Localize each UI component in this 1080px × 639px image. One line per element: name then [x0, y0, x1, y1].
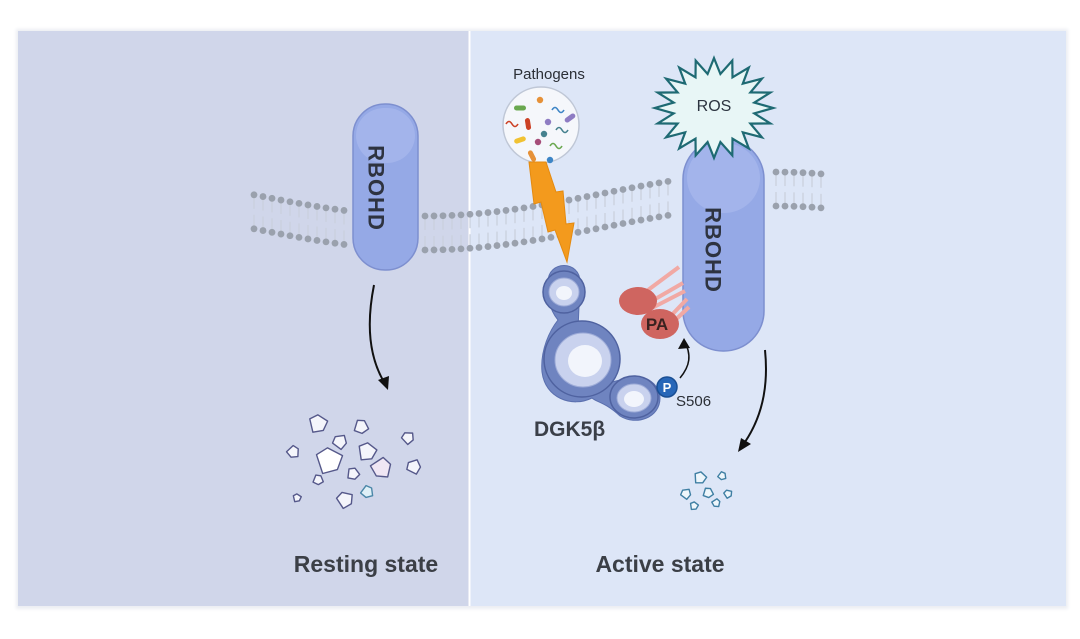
rbohd-resting: RBOHD	[352, 103, 419, 271]
dgk5b-label: DGK5β	[534, 418, 605, 441]
active-state-label: Active state	[595, 551, 724, 577]
active-degradation-arrow	[744, 349, 767, 443]
pa-lipid: PA	[619, 265, 691, 339]
rbohd-active-label: RBOHD	[701, 207, 726, 293]
active-fragments	[679, 471, 733, 511]
phosphorylation-arrowhead	[678, 338, 690, 349]
s506-label: S506	[676, 393, 711, 410]
dgk5b-protein: P	[541, 265, 678, 421]
ros-label: ROS	[697, 98, 732, 115]
resting-degradation-arrow	[368, 284, 385, 383]
pathogens-label: Pathogens	[513, 66, 585, 83]
resting-state-label: Resting state	[294, 551, 438, 577]
active-degradation-arrowhead	[738, 438, 751, 452]
lightning-bolt-icon	[528, 161, 575, 264]
phospho-label: P	[663, 380, 672, 395]
lipid-bilayer-membrane	[250, 168, 825, 254]
pa-label: PA	[646, 315, 668, 334]
rbohd-active: RBOHD	[682, 138, 765, 352]
resting-degradation-arrowhead	[378, 376, 389, 390]
rbohd-resting-label: RBOHD	[364, 145, 389, 231]
ros-burst: ROS	[650, 55, 778, 161]
pathogens-icon	[502, 86, 580, 164]
resting-fragments	[285, 414, 422, 510]
